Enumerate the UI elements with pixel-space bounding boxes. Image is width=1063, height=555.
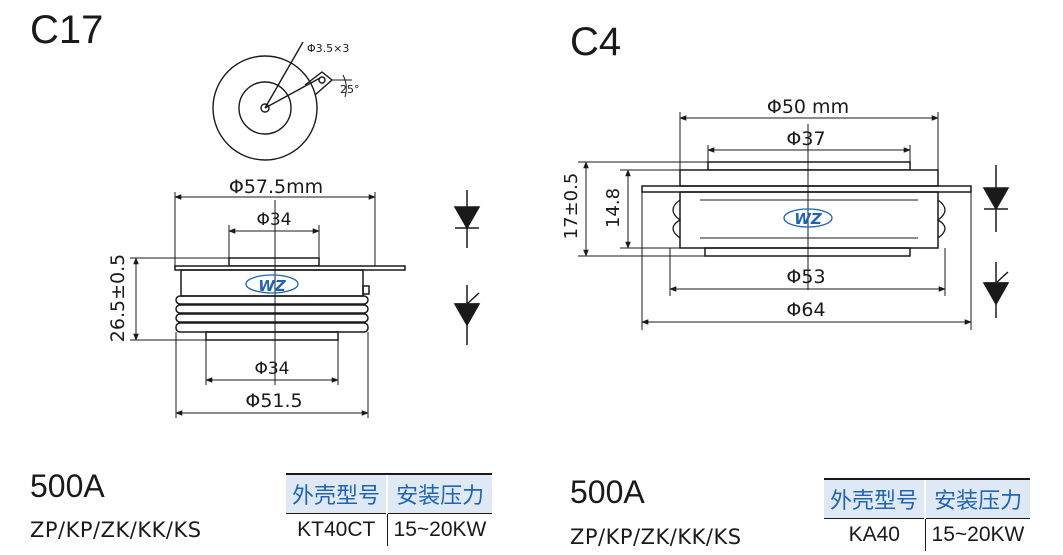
package-drawings: Φ3.5×3 25° WZ	[107, 41, 1010, 418]
c17-top-view	[212, 41, 352, 161]
angle-label: 25°	[340, 83, 360, 96]
c4-outer-bottom-dim: Φ64	[786, 299, 825, 321]
types-left: ZP/KP/ZK/KK/KS	[30, 518, 202, 542]
thyristor-icon	[453, 285, 481, 345]
c4-inner-bottom-dim: Φ53	[786, 266, 825, 288]
package-code-c17: C17	[30, 8, 104, 52]
header-install-pressure: 安装压力	[924, 478, 1031, 519]
rating-right: 500A	[570, 474, 645, 510]
types-right: ZP/KP/ZK/KK/KS	[570, 525, 742, 549]
case-type-value: KT40CT	[297, 518, 376, 541]
c17-inner-top-dim: Φ34	[256, 210, 291, 230]
package-code-c4: C4	[570, 20, 622, 64]
c4-height-outer-dim: 17±0.5	[561, 173, 582, 240]
svg-text:WZ: WZ	[794, 210, 823, 228]
c17-inner-bottom-dim: Φ34	[254, 359, 289, 379]
spec-table-left: 外壳型号 安装压力 KT40CT 15~20KW	[286, 473, 493, 546]
hole-label: Φ3.5×3	[307, 42, 349, 55]
c4-height-inner-dim: 14.8	[603, 188, 624, 228]
thyristor-icon	[982, 262, 1010, 318]
c17-height-dim: 26.5±0.5	[107, 254, 129, 342]
diode-icon	[982, 165, 1010, 232]
c17-side-view	[174, 257, 406, 341]
install-pressure-value: 15~20KW	[924, 518, 1031, 551]
header-install-pressure: 安装压力	[386, 473, 493, 514]
header-case-type: 外壳型号	[824, 478, 926, 519]
install-pressure-value: 15~20KW	[386, 513, 493, 546]
diode-icon	[453, 190, 481, 248]
svg-text:WZ: WZ	[258, 277, 287, 295]
c4-outer-top-dim: Φ50 mm	[767, 96, 849, 118]
header-case-type: 外壳型号	[286, 473, 388, 514]
logo-c4: WZ	[783, 208, 833, 228]
spec-table-right: 外壳型号 安装压力 KA40 15~20KW	[824, 478, 1031, 551]
c17-outer-bottom-dim: Φ51.5	[245, 390, 302, 412]
logo-c17: WZ	[245, 274, 299, 295]
rating-left: 500A	[30, 468, 105, 504]
c4-inner-top-dim: Φ37	[786, 128, 825, 150]
case-type-value: KA40	[848, 523, 900, 546]
c17-outer-top-dim: Φ57.5mm	[229, 176, 323, 198]
